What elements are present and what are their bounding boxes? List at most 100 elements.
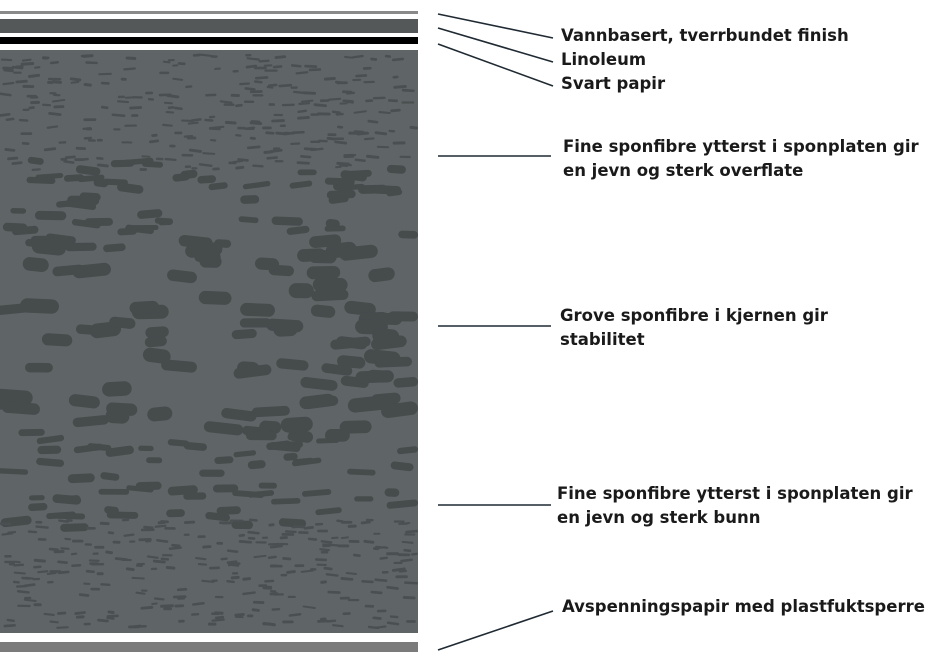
fiber: [84, 543, 92, 546]
fiber: [13, 563, 25, 567]
fiber: [271, 119, 285, 123]
fiber: [231, 159, 244, 164]
fiber: [381, 571, 389, 574]
fiber: [296, 161, 310, 165]
fiber: [181, 153, 194, 157]
fiber: [188, 148, 202, 153]
fiber: [261, 536, 269, 539]
fiber: [210, 138, 217, 142]
fiber: [386, 621, 400, 626]
fiber: [160, 557, 170, 561]
fiber: [353, 110, 367, 114]
fiber: [340, 536, 349, 540]
leader-line-linoleum: [437, 27, 554, 63]
fiber: [107, 610, 115, 614]
fiber: [98, 72, 112, 76]
fiber: [3, 68, 14, 73]
fiber: [363, 137, 375, 141]
fiber: [37, 445, 62, 455]
fiber: [43, 612, 55, 617]
label-fine-top-line1: Fine sponfibre ytterst i sponplaten gir: [563, 137, 919, 156]
fiber: [20, 132, 33, 136]
fiber: [238, 533, 246, 538]
fiber: [54, 512, 86, 520]
fiber: [233, 364, 272, 379]
fiber: [404, 581, 418, 585]
fiber: [310, 304, 336, 318]
fiber: [49, 620, 59, 624]
fiber: [280, 573, 288, 577]
fiber: [94, 545, 105, 549]
fiber: [311, 289, 349, 302]
fiber: [271, 497, 301, 505]
fiber: [197, 175, 216, 184]
fiber: [245, 126, 256, 130]
fiber: [374, 131, 388, 136]
fiber: [258, 482, 278, 489]
fiber: [397, 553, 411, 557]
fiber: [57, 611, 67, 615]
fiber: [160, 604, 174, 608]
fiber: [88, 559, 100, 562]
fiber: [68, 394, 100, 409]
fiber: [319, 99, 330, 103]
fiber: [247, 530, 260, 535]
fiber: [166, 94, 180, 99]
fiber: [390, 461, 414, 472]
fiber: [96, 156, 104, 160]
fiber: [269, 544, 283, 549]
fiber: [324, 177, 355, 186]
fiber: [51, 98, 66, 103]
fiber: [49, 61, 59, 65]
fiber: [283, 452, 298, 461]
label-finish: Vannbasert, tverrbundet finish: [561, 26, 849, 45]
fiber: [386, 585, 399, 590]
fiber: [174, 106, 183, 111]
fiber: [144, 539, 152, 543]
fiber: [168, 546, 182, 550]
fiber: [167, 58, 175, 62]
fiber: [401, 101, 415, 104]
fiber: [174, 131, 183, 135]
fiber: [35, 520, 43, 524]
fiber: [28, 73, 41, 78]
fiber: [36, 457, 65, 467]
fiber: [87, 443, 112, 452]
fiber: [18, 428, 45, 437]
fiber: [290, 142, 301, 146]
fiber: [132, 624, 142, 628]
fiber: [162, 60, 171, 64]
fiber: [100, 81, 110, 85]
fiber: [365, 99, 374, 103]
fiber: [37, 570, 49, 574]
fiber: [154, 217, 173, 225]
fiber: [96, 572, 104, 576]
fiber: [22, 84, 35, 88]
fiber: [224, 120, 237, 125]
fiber: [379, 556, 388, 560]
fiber: [302, 489, 332, 497]
fiber: [147, 97, 154, 101]
fiber: [138, 445, 154, 452]
fiber: [53, 105, 65, 109]
fiber: [291, 130, 305, 134]
fiber: [4, 554, 12, 558]
fiber: [100, 472, 120, 481]
fiber: [198, 163, 213, 168]
fiber: [92, 552, 99, 555]
fiber: [372, 328, 400, 345]
fiber: [205, 93, 217, 97]
fiber: [141, 155, 151, 158]
fiber: [99, 521, 110, 526]
fiber: [367, 625, 380, 630]
fiber: [316, 112, 331, 116]
fiber: [230, 93, 240, 98]
fiber: [71, 563, 82, 567]
fiber: [199, 469, 225, 477]
fiber: [125, 224, 154, 235]
fiber: [191, 167, 198, 170]
fiber: [121, 558, 132, 562]
fiber: [287, 595, 296, 599]
fiber: [298, 531, 309, 535]
fiber: [300, 154, 312, 159]
